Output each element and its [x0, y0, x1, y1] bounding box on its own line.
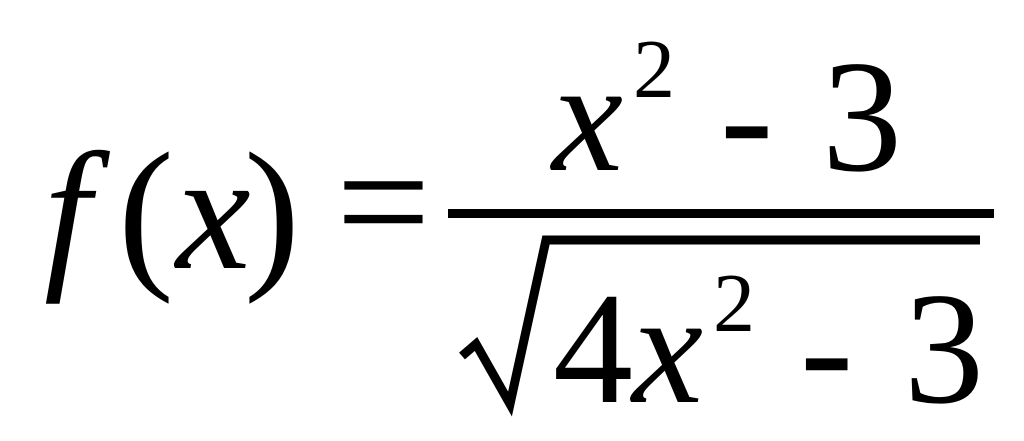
left-paren: ( — [118, 119, 174, 305]
function-variable: x — [176, 119, 251, 305]
denominator-exponent: 2 — [713, 257, 755, 350]
numerator-exponent: 2 — [633, 23, 675, 116]
numerator-operator: - — [720, 27, 774, 205]
fraction-bar — [448, 209, 994, 218]
function-name: f — [44, 119, 91, 305]
numerator-constant: 3 — [822, 27, 902, 205]
denominator-constant: 3 — [904, 259, 984, 437]
equals-sign: = — [336, 109, 431, 295]
denominator-operator: - — [800, 259, 854, 437]
numerator-base: x — [552, 27, 624, 205]
right-paren: ) — [244, 119, 300, 305]
denominator-base: x — [632, 259, 704, 437]
denominator-coefficient: 4 — [553, 259, 633, 437]
